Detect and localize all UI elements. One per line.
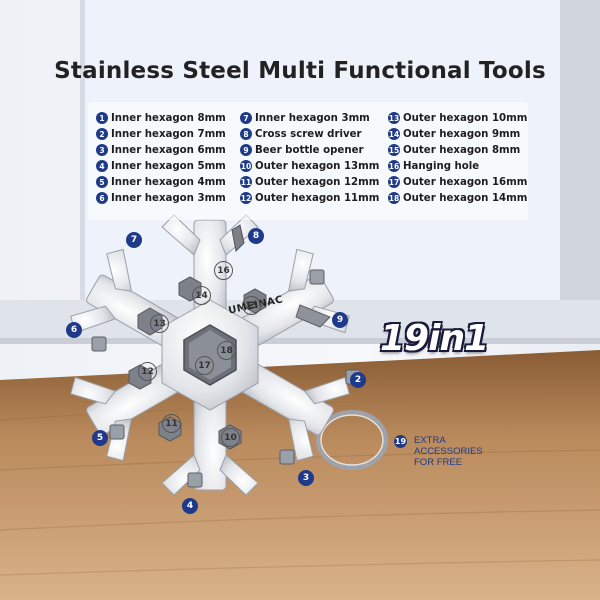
page-title: Stainless Steel Multi Functional Tools [54, 58, 546, 84]
number-badge: 11 [240, 176, 252, 188]
legend-label: Inner hexagon 7mm [111, 128, 226, 140]
accessory-line-2: FOR FREE [414, 457, 463, 468]
legend-label: Beer bottle opener [255, 144, 364, 156]
legend-label: Inner hexagon 3mm [255, 112, 370, 124]
legend-label: Outer hexagon 12mm [255, 176, 380, 188]
number-badge: 10 [240, 160, 252, 172]
callout-7: 7 [126, 232, 142, 248]
number-badge: 9 [240, 144, 252, 156]
number-badge: 3 [96, 144, 108, 156]
number-badge: 4 [96, 160, 108, 172]
legend-label: Inner hexagon 6mm [111, 144, 226, 156]
callout-6: 6 [66, 322, 82, 338]
legend-label: Outer hexagon 10mm [403, 112, 528, 124]
tool-number-15: 15 [242, 296, 261, 315]
number-badge: 6 [96, 192, 108, 204]
number-badge: 8 [240, 128, 252, 140]
callout-8: 8 [248, 228, 264, 244]
callout-3: 3 [298, 470, 314, 486]
legend-label: Inner hexagon 3mm [111, 192, 226, 204]
legend-label: Outer hexagon 11mm [255, 192, 380, 204]
number-badge: 5 [96, 176, 108, 188]
number-badge: 18 [388, 192, 400, 204]
tool-number-14: 14 [192, 286, 211, 305]
number-badge: 7 [240, 112, 252, 124]
number-badge: 16 [388, 160, 400, 172]
tool-number-13: 13 [150, 314, 169, 333]
callout-5: 5 [92, 430, 108, 446]
legend-label: Outer hexagon 9mm [403, 128, 521, 140]
badge-19in1: 19in1 [380, 318, 489, 359]
legend-label: Outer hexagon 16mm [403, 176, 528, 188]
tool-number-18: 18 [217, 341, 236, 360]
legend-label: Outer hexagon 8mm [403, 144, 521, 156]
tool-number-12: 12 [138, 362, 157, 381]
number-badge: 12 [240, 192, 252, 204]
number-badge: 17 [388, 176, 400, 188]
tool-number-16: 16 [214, 261, 233, 280]
number-badge: 19 [394, 435, 407, 448]
callout-9: 9 [332, 312, 348, 328]
tool-number-10: 10 [221, 428, 240, 447]
number-badge: 14 [388, 128, 400, 140]
legend-label: Cross screw driver [255, 128, 362, 140]
accessory-line-1: EXTRA ACCESSORIES [414, 435, 483, 457]
tool-number-17: 17 [195, 356, 214, 375]
legend-label: Inner hexagon 5mm [111, 160, 226, 172]
accessory-text: EXTRA ACCESSORIES FOR FREE [414, 435, 514, 468]
number-badge: 13 [388, 112, 400, 124]
callout-4: 4 [182, 498, 198, 514]
number-badge: 2 [96, 128, 108, 140]
callout-2: 2 [350, 372, 366, 388]
number-badge: 1 [96, 112, 108, 124]
accessory-note: 19 EXTRA ACCESSORIES FOR FREE [394, 435, 514, 468]
legend-label: Inner hexagon 4mm [111, 176, 226, 188]
tool-number-11: 11 [162, 414, 181, 433]
legend-label: Hanging hole [403, 160, 480, 172]
legend-label: Inner hexagon 8mm [111, 112, 226, 124]
number-badge: 15 [388, 144, 400, 156]
legend-label: Outer hexagon 14mm [403, 192, 528, 204]
legend-label: Outer hexagon 13mm [255, 160, 380, 172]
legend-panel [88, 102, 528, 220]
